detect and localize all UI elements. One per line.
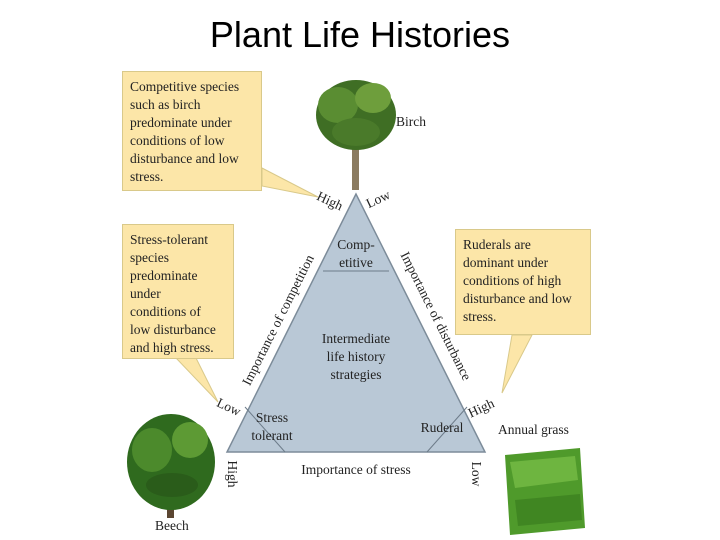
- disturbance-low-label: Low: [364, 187, 393, 211]
- stress-tolerant-species-callout: Stress-tolerant species predominate unde…: [122, 224, 234, 359]
- intermediate-label-line1: Intermediate: [322, 331, 390, 346]
- competition-high-label: High: [314, 188, 345, 213]
- competitive-callout-pointer: [261, 167, 319, 198]
- beech-label: Beech: [155, 518, 189, 533]
- ruderal-callout-pointer: [501, 334, 533, 394]
- disturbance-high-label: High: [466, 395, 497, 420]
- stress-axis-label: Importance of stress: [301, 462, 410, 477]
- stress-tolerant-label-line1: Stress: [256, 410, 288, 425]
- competitive-label-line2: etitive: [339, 255, 373, 270]
- ruderal-species-callout: Ruderals are dominant under conditions o…: [455, 229, 591, 335]
- annual-grass-illustration: [505, 448, 585, 535]
- competitive-label-line1: Comp-: [337, 237, 375, 252]
- intermediate-label-line2: life history: [327, 349, 386, 364]
- competitive-species-callout: Competitive species such as birch predom…: [122, 71, 262, 191]
- beech-tree-illustration: [127, 414, 215, 518]
- birch-tree-illustration: [316, 80, 396, 190]
- annual-grass-label: Annual grass: [498, 422, 569, 437]
- intermediate-label-line3: strategies: [331, 367, 382, 382]
- page-title: Plant Life Histories: [209, 14, 511, 55]
- stress-low-label: Low: [469, 462, 484, 487]
- ruderal-region-divider: [426, 406, 468, 453]
- ruderal-label: Ruderal: [421, 420, 464, 435]
- stress-tolerant-label-line2: tolerant: [251, 428, 292, 443]
- stress-high-label: High: [225, 461, 240, 488]
- life-history-triangle: [225, 192, 487, 453]
- competition-low-label: Low: [215, 395, 244, 419]
- stress-callout-pointer: [174, 357, 219, 403]
- birch-label: Birch: [396, 114, 426, 129]
- stress-region-divider: [244, 406, 286, 453]
